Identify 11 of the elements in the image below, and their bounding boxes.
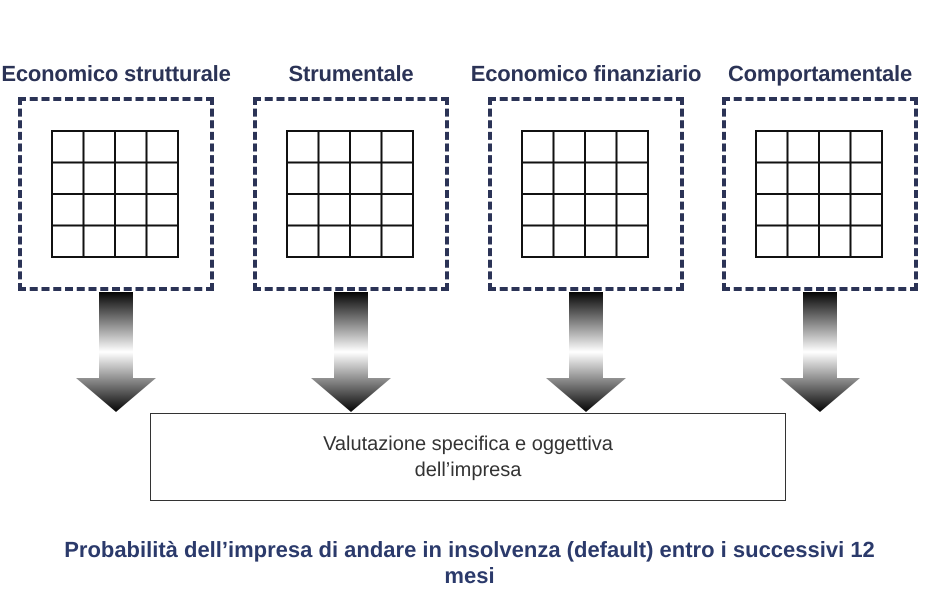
category-heading: Strumentale — [288, 60, 414, 87]
caption: Probabilità dell’impresa di andare in insolvenza (default) entro i successivi 12 mesi — [63, 537, 876, 590]
block-arrow — [780, 292, 860, 412]
category-heading: Comportamentale — [726, 60, 914, 87]
block-arrow — [311, 292, 391, 412]
block-arrow — [76, 292, 156, 412]
result-text: Valutazione specifica e oggettiva dell’impresa — [322, 432, 614, 483]
category-heading: Economico finanziario — [470, 60, 702, 87]
category-heading: Economico strutturale — [0, 60, 232, 87]
result-box — [150, 413, 786, 501]
block-arrow — [546, 292, 626, 412]
